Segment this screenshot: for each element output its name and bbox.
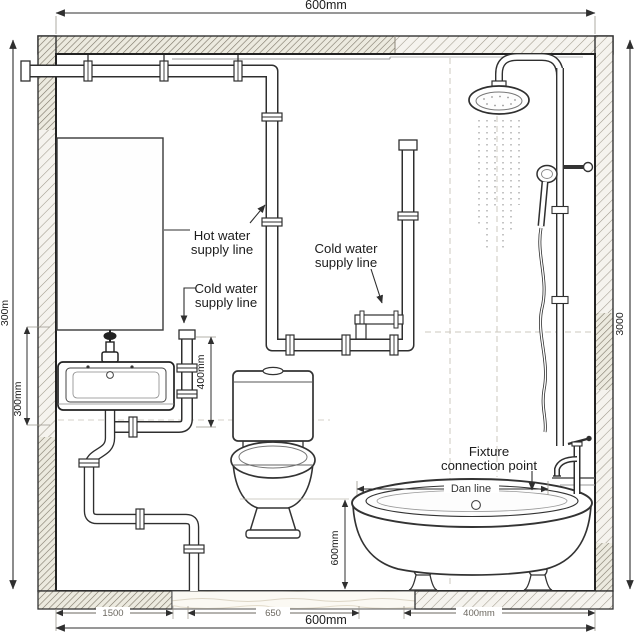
mirror-glass [56, 137, 164, 331]
dim-right-height-text: 3000 [614, 312, 626, 336]
drain-pipes [78, 407, 205, 591]
shower-head-nozzles [483, 95, 516, 107]
pipe-end-cap [20, 60, 31, 82]
sink-rim [65, 367, 167, 403]
cold-water-right-label-line2: supply line [315, 255, 377, 270]
water-spray [478, 120, 520, 252]
cold-water-pipe [114, 329, 198, 438]
dim-bottom-width-text: 600mm [305, 613, 347, 627]
dimension-bottom-width: 600mm [55, 609, 596, 632]
walls [37, 35, 614, 592]
toilet-base [245, 529, 301, 539]
floor [37, 590, 614, 610]
dim-bottom-seg2-text: 650 [265, 608, 281, 619]
dim-toilet-offset-text: 600mm [329, 530, 341, 565]
fixture-connection-label-line1: Fixture [469, 444, 509, 459]
dim-bottom-seg1-text: 1500 [102, 608, 123, 619]
sink-faucet [101, 330, 119, 363]
hot-water-label-line2: supply line [191, 242, 253, 257]
cold-water-left-leader [180, 287, 196, 324]
toilet-pedestal [248, 504, 298, 532]
pipe-top-cap [178, 329, 196, 340]
fixture-connection-label-line2: connection point [441, 458, 537, 473]
hot-water-pipe [20, 55, 419, 356]
sink [57, 330, 175, 411]
shower [468, 53, 594, 446]
cold-water-left-label-line2: supply line [195, 295, 257, 310]
dimension-left-offset: 300mm [12, 326, 50, 426]
dimension-right-height: 3000 [614, 39, 634, 590]
toilet [230, 366, 316, 539]
label-cold-water-left: Cold water supply line [180, 281, 258, 324]
sink-popup-drain [106, 371, 114, 379]
pipe-top-cap [398, 139, 418, 151]
floor-left-segment [37, 590, 173, 610]
dim-bottom-seg3-text: 400mm [463, 608, 495, 619]
bathtub [351, 478, 593, 591]
floor-wood-segment [171, 590, 416, 610]
mirror [56, 137, 164, 331]
sink-ptrap-drain [83, 407, 200, 591]
dimension-top-width: 600mm [55, 0, 596, 34]
dim-left-height-text: 300m [0, 300, 11, 327]
dimension-left-height: 300m [0, 39, 17, 590]
dimension-bottom-segments: 1500 650 400mm [55, 606, 596, 619]
dimension-drain-line: Dan line [356, 481, 549, 495]
dimension-toilet-offset: 600mm [240, 498, 349, 590]
tub-drain [471, 500, 481, 510]
label-fixture-connection: Fixture connection point [441, 444, 537, 491]
top-wall-dark-segment [38, 36, 395, 54]
cold-water-left-label-line1: Cold water [194, 281, 258, 296]
dim-top-width-text: 600mm [305, 0, 347, 12]
cold-water-right-leader [370, 268, 383, 304]
dim-left-offset-text: 300mm [12, 381, 24, 416]
label-cold-water-right: Cold water supply line [314, 241, 383, 304]
dimension-pipe-offset: 400mm [195, 336, 216, 428]
cold-water-right-label-line1: Cold water [314, 241, 378, 256]
handheld-shower-head [536, 164, 558, 184]
dim-pipe-offset-text: 400mm [195, 354, 207, 389]
cold-water-valve [354, 310, 404, 340]
label-hot-water: Hot water supply line [164, 204, 266, 257]
faucet-handle [103, 332, 117, 340]
hot-water-leader [249, 204, 266, 224]
drain-line-label: Dan line [451, 483, 491, 495]
hot-water-label-line1: Hot water [194, 228, 251, 243]
toilet-seat [230, 441, 316, 479]
flush-button [262, 366, 284, 376]
floor-right-segment [414, 590, 614, 610]
tub-faucet [552, 435, 595, 494]
